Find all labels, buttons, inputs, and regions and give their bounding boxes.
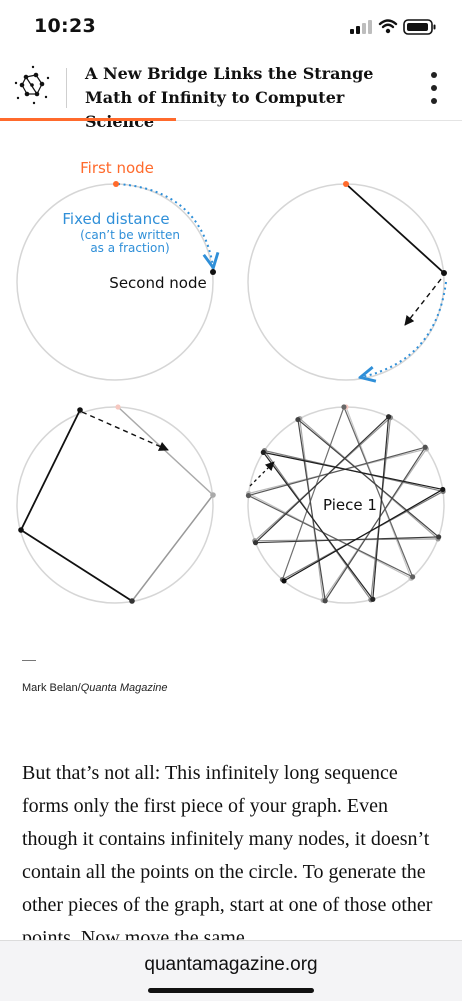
caption-rule — [22, 660, 36, 661]
graph-edge — [324, 446, 426, 602]
graph-node — [440, 486, 446, 493]
graph-edge — [255, 416, 389, 544]
menu-dot-icon — [431, 98, 437, 104]
figure-panel-2 — [247, 181, 447, 380]
wifi-icon — [378, 19, 398, 34]
more-menu-button[interactable] — [424, 70, 444, 106]
graph-edge — [262, 451, 374, 600]
article-body: But that’s not all: This infinitely long… — [22, 757, 442, 944]
signal-icon — [350, 20, 372, 34]
menu-dot-icon — [431, 72, 437, 78]
figure-panel-3 — [16, 404, 216, 604]
graph-node — [422, 444, 428, 450]
graph-node — [252, 540, 259, 546]
graph-node — [281, 578, 287, 584]
graph-node — [436, 534, 442, 540]
url-address-bar[interactable]: quantamagazine.org — [144, 954, 318, 975]
fixed-distance-note-line-2: as a fraction) — [90, 241, 169, 255]
graph-node — [385, 414, 392, 420]
first-node-label: First node — [80, 159, 154, 177]
browser-bottom-bar: quantamagazine.org — [0, 940, 462, 1001]
status-icons — [350, 19, 436, 35]
second-node-label: Second node — [109, 274, 206, 292]
fixed-distance-note-line-1: (can’t be written — [80, 228, 180, 242]
caption-publication: Quanta Magazine — [80, 682, 168, 694]
first-node-point — [113, 181, 119, 187]
figure-panel-4: Piece 1 — [245, 404, 446, 604]
graph-node — [410, 574, 416, 580]
graph-edge — [297, 419, 440, 538]
graph-node — [341, 404, 347, 410]
graph-edge — [263, 451, 443, 491]
article-figure: First node Fixed distance (can’t be writ… — [16, 159, 447, 604]
graph-edge — [281, 406, 345, 580]
graph-edge — [283, 488, 444, 582]
menu-dot-icon — [431, 85, 437, 91]
article-header — [0, 52, 462, 121]
graph-edge — [248, 446, 426, 497]
graph-node — [245, 492, 252, 499]
graph-edge — [343, 406, 414, 578]
second-node-point — [210, 269, 216, 275]
caption-credit: Mark Belan/ — [22, 682, 81, 694]
status-time: 10:23 — [34, 15, 96, 37]
article-paragraph: But that’s not all: This infinitely long… — [22, 762, 433, 944]
article-title-line-2: Math of Infinity to Computer Science — [85, 88, 345, 131]
graph-node — [295, 416, 301, 423]
graph-node — [370, 596, 376, 602]
article-title-line-1: A New Bridge Links the Strange — [85, 64, 374, 83]
graph-edge — [255, 536, 439, 544]
graph-edge — [372, 416, 390, 600]
figure-caption: Mark Belan/Quanta Magazine — [22, 682, 168, 694]
reading-progress-bar — [0, 118, 176, 121]
graph-node — [260, 449, 266, 455]
fixed-distance-label: Fixed distance — [62, 210, 169, 228]
piece-1-label: Piece 1 — [323, 496, 377, 514]
graph-edge — [248, 495, 413, 578]
graph-edge — [297, 419, 326, 601]
second-node-point — [441, 270, 447, 276]
figure-panel-1: First node Fixed distance (can’t be writ… — [16, 159, 216, 381]
graph-edges — [248, 406, 444, 602]
status-bar: 10:23 — [0, 0, 462, 52]
battery-icon — [403, 19, 436, 35]
quanta-logo-icon[interactable] — [12, 64, 54, 106]
graph-nodes — [245, 404, 446, 604]
graph-node — [322, 598, 328, 604]
first-node-point — [343, 181, 349, 187]
header-divider — [66, 68, 67, 108]
home-indicator — [148, 988, 314, 993]
article-title: A New Bridge Links the Strange Math of I… — [85, 62, 405, 134]
